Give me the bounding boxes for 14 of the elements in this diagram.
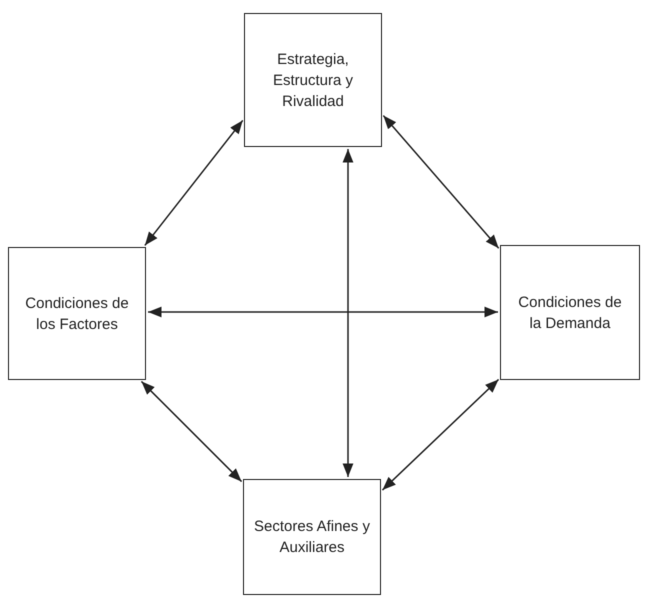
double-arrow [144, 120, 244, 246]
double-arrow [140, 380, 242, 482]
double-arrow [342, 149, 354, 477]
box-label: Condiciones de la Demanda [517, 292, 623, 334]
factor-box [244, 13, 382, 147]
box-label: Estrategia, Estructura y Rivalidad [272, 50, 354, 112]
double-arrow [382, 378, 500, 491]
box-label: Sectores Afines y Auxiliares [254, 517, 370, 558]
double-arrow [148, 306, 498, 318]
factor-box [243, 479, 381, 595]
factor-box [8, 247, 146, 380]
double-arrow [382, 115, 500, 249]
box-label: Condiciones de los Factores [24, 294, 130, 334]
factor-box [500, 245, 640, 380]
